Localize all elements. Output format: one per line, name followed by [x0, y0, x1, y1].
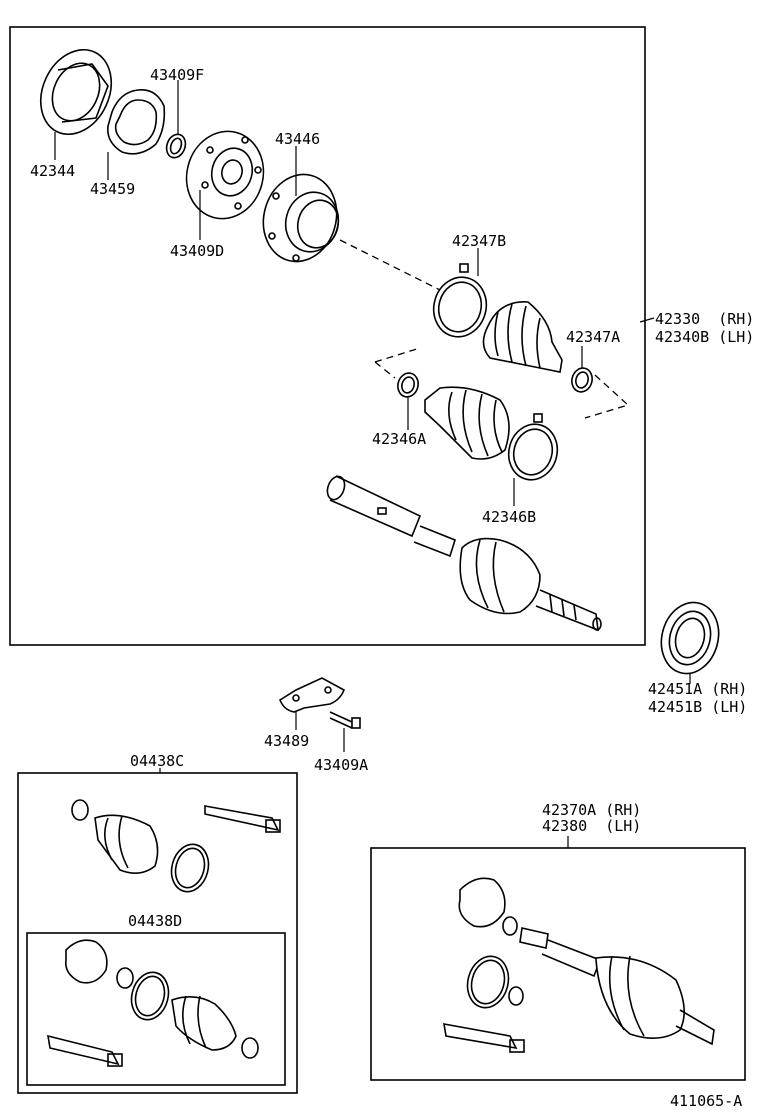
shaft-assembly-frame	[370, 847, 746, 1081]
label-42370a: 42370A (RH)	[542, 801, 641, 819]
boot-clamp-42347a	[571, 367, 593, 393]
dashed-guide-lines	[339, 239, 630, 419]
label-42347a: 42347A	[566, 328, 620, 346]
label-04438c: 04438C	[130, 752, 184, 770]
label-43446: 43446	[275, 130, 320, 148]
label-42451b: 42451B (LH)	[648, 698, 747, 716]
figure-id: 411065-A	[670, 1092, 742, 1110]
label-42380: 42380 (LH)	[542, 817, 641, 835]
dust-cover-42344	[39, 48, 113, 136]
kit-04438c-frame	[17, 772, 298, 1094]
label-42340b: 42340B (LH)	[655, 328, 754, 346]
inner-race-43409d	[185, 130, 265, 220]
lock-plate-43489	[279, 677, 346, 713]
kit-04438c-parts	[71, 799, 281, 893]
label-43409d: 43409D	[170, 242, 224, 260]
main-assembly-frame	[9, 26, 646, 646]
label-42346a: 42346A	[372, 430, 426, 448]
boot-clamp-42347b	[432, 263, 488, 338]
kit-04438d-frame	[26, 932, 286, 1086]
boot-clamp-42346a	[397, 372, 419, 398]
label-43459: 43459	[90, 180, 135, 198]
label-43409f: 43409F	[150, 66, 204, 84]
outer-race-43446	[262, 173, 340, 263]
drive-shaft	[326, 475, 602, 632]
leader-lines	[54, 80, 691, 848]
bolt-43409a	[329, 711, 361, 729]
snap-ring-43409f	[165, 133, 187, 159]
label-42344: 42344	[30, 162, 75, 180]
outboard-boot	[424, 386, 510, 460]
label-04438d: 04438D	[128, 912, 182, 930]
label-42346b: 42346B	[482, 508, 536, 526]
shaft-assembly-parts	[443, 877, 715, 1053]
label-42451a: 42451A (RH)	[648, 680, 747, 698]
kit-04438d-parts	[47, 939, 259, 1067]
boot-clamp-42346b	[507, 413, 559, 481]
label-43409a: 43409A	[314, 756, 368, 774]
label-42330: 42330 (RH)	[655, 310, 754, 328]
dust-deflector-42451	[660, 601, 720, 675]
inboard-boot	[482, 301, 563, 373]
gasket-43459	[106, 89, 166, 155]
label-43489: 43489	[264, 732, 309, 750]
label-42347b: 42347B	[452, 232, 506, 250]
